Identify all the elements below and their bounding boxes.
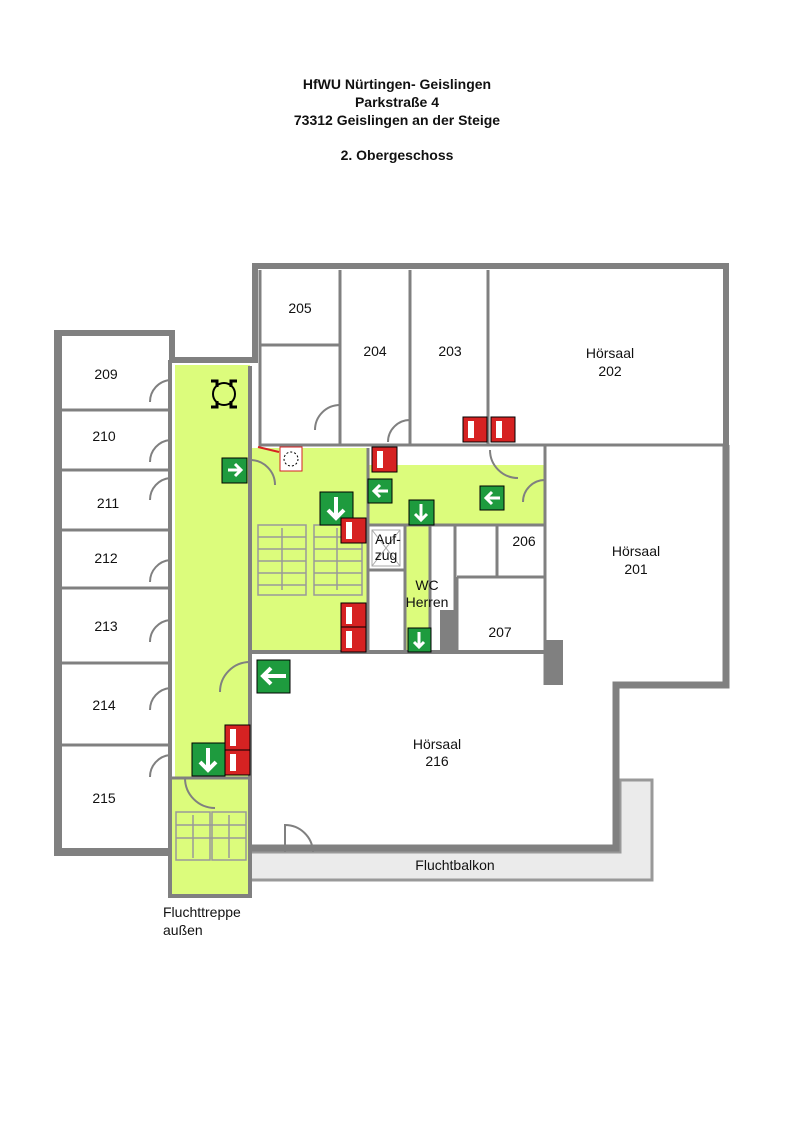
floor-title: 2. Obergeschoss	[340, 147, 454, 163]
fire-extinguisher-signs	[224, 416, 516, 776]
room-202-number: 202	[598, 363, 622, 379]
wc-label-1: WC	[415, 577, 438, 593]
exit-arrow-icon	[407, 627, 432, 653]
exit-arrow-icon	[221, 457, 248, 484]
exit-arrow-icon	[367, 478, 393, 504]
room-213: 213	[94, 618, 118, 634]
room-206: 206	[512, 533, 536, 549]
room-214: 214	[92, 697, 116, 713]
room-201-number: 201	[624, 561, 648, 577]
room-202-label: Hörsaal	[586, 345, 634, 361]
room-209: 209	[94, 366, 118, 382]
room-212: 212	[94, 550, 118, 566]
exit-arrow-icon	[479, 485, 505, 511]
fire-extinguisher-icon	[462, 416, 488, 443]
street-address: Parkstraße 4	[354, 94, 440, 110]
fire-extinguisher-icon	[224, 749, 251, 776]
fire-extinguisher-icon	[224, 724, 251, 751]
city-address: 73312 Geislingen an der Steige	[293, 112, 501, 128]
fire-extinguisher-icon	[371, 446, 398, 473]
room-216-label: Hörsaal	[413, 736, 461, 752]
elevator-label-2: zug	[375, 547, 398, 563]
fire-alarm-icon	[257, 446, 303, 472]
room-204: 204	[363, 343, 387, 359]
room-203: 203	[438, 343, 462, 359]
fire-extinguisher-icon	[490, 416, 516, 443]
walls	[54, 263, 730, 898]
wc-label-2: Herren	[406, 594, 449, 610]
room-210: 210	[92, 428, 116, 444]
room-215: 215	[92, 790, 116, 806]
exterior-stair-label-2: außen	[163, 922, 203, 938]
building-name: HfWU Nürtingen- Geislingen	[302, 76, 492, 92]
fire-extinguisher-icon	[340, 602, 367, 629]
doors	[148, 379, 546, 853]
room-216-number: 216	[425, 753, 449, 769]
room-205: 205	[288, 300, 312, 316]
elevator	[371, 529, 401, 567]
exit-arrow-icon	[256, 659, 291, 694]
exit-arrow-icon	[191, 742, 226, 777]
exterior-stair-label-1: Fluchttreppe	[163, 904, 241, 920]
fire-extinguisher-icon	[340, 626, 367, 653]
exit-arrow-icon	[408, 499, 435, 526]
room-201-label: Hörsaal	[612, 543, 660, 559]
staircase-exterior	[175, 811, 247, 861]
room-207: 207	[488, 624, 512, 640]
assembly-table-icon	[211, 379, 237, 409]
escape-routes	[172, 365, 545, 896]
elevator-label-1: Auf-	[375, 531, 401, 547]
exit-signs	[191, 457, 505, 777]
fire-extinguisher-icon	[340, 517, 367, 544]
room-211: 211	[97, 495, 120, 511]
balcony-label: Fluchtbalkon	[415, 857, 494, 873]
